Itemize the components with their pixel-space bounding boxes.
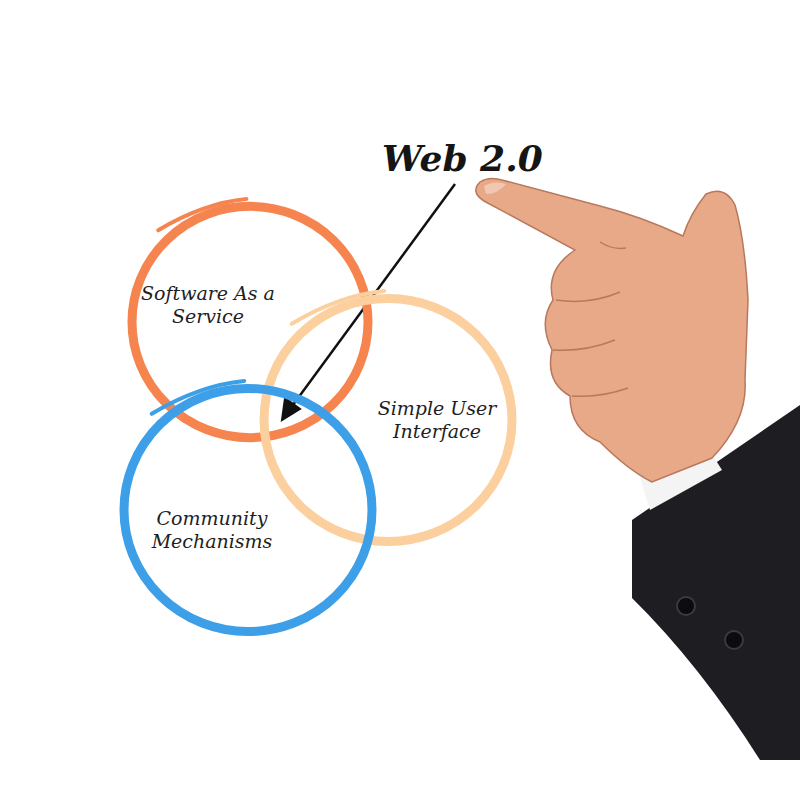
brush-tail [292,291,384,324]
circle-label: Software As a Service [133,282,283,328]
text-holder: Simple User Interface [371,397,503,443]
brush-tail [152,381,244,414]
text-holder: Community Mechanisms [132,507,292,553]
sleeve-button [677,597,695,615]
text-holder: Software As a Service [133,282,283,328]
finger-crease [553,242,628,396]
venn-circle: Simple User Interface [254,286,522,554]
sleeve-button [725,631,743,649]
circle-label: Community Mechanisms [132,507,292,553]
venn-circle: Software As a Service [122,194,378,450]
circle-stroke [124,388,372,631]
venn-circle: Community Mechanisms [114,376,382,644]
circle-stroke [132,206,368,437]
fingernail [484,182,506,194]
brush-tail [158,199,246,230]
circle-outline [254,286,522,554]
circle-outline [122,194,378,450]
circle-label: Simple User Interface [371,397,503,443]
pointing-hand [476,178,748,482]
diagram-title: Web 2.0 [382,137,543,179]
circle-stroke [264,298,512,541]
